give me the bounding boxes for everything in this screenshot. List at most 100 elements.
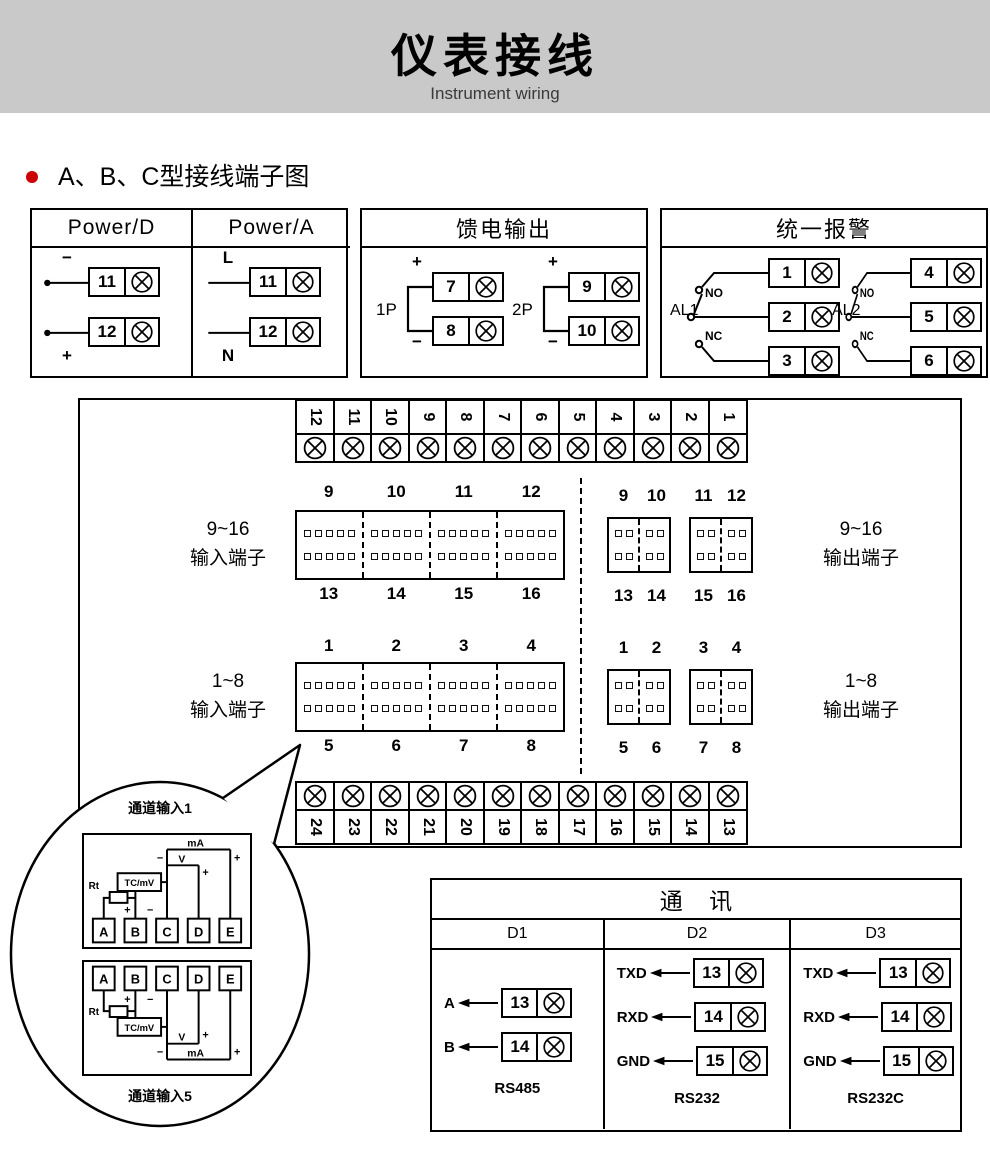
screw-terminal-icon [467,316,504,346]
signal-label: RXD [803,1008,835,1026]
channel-detail-callout: 通道输入1 [4,736,324,1138]
pin-grid [304,682,355,712]
pin-grid [505,530,556,560]
pin-grid [696,682,715,712]
screw-terminal-icon [482,432,523,463]
terminal-letter: D [194,971,203,986]
screw-terminal-icon [670,432,710,463]
minus-sign: − [157,1047,163,1059]
pin-number: 14 [647,586,666,605]
terminal-unit: 23 [332,781,373,845]
pin-grid [438,530,489,560]
plus-sign: + [202,867,208,879]
power-d-column: Power/D − 11 + 12 [32,210,191,376]
top-terminal-strip: 12 11 10 9 8 7 6 [295,399,748,463]
screw-terminal-icon [603,272,640,302]
terminal-letter: E [226,971,235,986]
terminal-unit: 2 [670,399,710,463]
terminal-number: 9 [407,399,448,435]
pin-grid [505,682,556,712]
group-label: 1P [376,300,397,319]
pin-grid [614,530,633,560]
terminal-number: 13 [692,958,731,988]
power-a-terminal-row-12: N 12 [203,317,321,365]
ma-label: mA [187,839,204,850]
terminal-unit: 11 [332,399,373,463]
minus-sign: − [412,332,422,351]
screw-terminal-icon [728,958,765,988]
input-connector-9-16 [295,510,565,580]
tc-mv-label: TC/mV [124,878,154,888]
channel-5-circuit-diagram: A B C D E Rt TC/mV V mA + − − + + [89,965,243,1061]
terminal-number: 18 [520,808,560,845]
polarity-sign: + [62,346,72,365]
pin-number: 2 [651,638,662,657]
plus-sign: + [234,852,240,864]
minus-sign: − [548,332,558,351]
plus-sign: + [124,994,130,1006]
terminal-number: 17 [557,808,598,845]
pin-grid [371,682,422,712]
pin-number: 13 [319,584,339,603]
screw-terminal-icon [284,267,321,297]
pin-number: 9 [324,482,334,501]
screw-terminal-icon [557,781,598,811]
terminal-number: 8 [445,399,485,435]
terminal-number: 2 [768,302,806,332]
terminal-unit: 14 [670,781,710,845]
arrow-left-icon [836,967,877,979]
power-d-terminal-row-11: − 11 [42,248,160,297]
screw-terminal-icon [332,432,373,463]
relay-switch-symbol: NO NC [845,272,910,362]
terminal-unit: 4 [595,399,635,463]
channel-1-label: 通道输入1 [128,800,192,816]
terminal-number: 11 [88,267,126,297]
bracket-wire [542,285,568,333]
feed-terminal-row: 7 [432,272,504,302]
screw-terminal-icon [123,317,160,347]
terminal-number: 5 [910,302,948,332]
feed-output-title: 馈电输出 [362,210,646,248]
pin-number: 6 [651,738,662,757]
power-d-terminal-row-12: + 12 [42,317,160,365]
screw-terminal-icon [445,781,485,811]
terminal-unit: 13 [707,781,748,845]
screw-terminal-icon [803,302,840,332]
screw-terminal-icon [445,432,485,463]
ma-label: mA [187,1049,204,1060]
pin-number: 16 [727,586,746,605]
arrow-left-icon [651,1011,692,1023]
pin-number: 11 [694,486,713,505]
signal-label: B [444,1038,455,1056]
terminal-number: 7 [432,272,470,302]
pin-number: 5 [324,736,334,755]
screw-terminal-icon [603,316,640,346]
feed-terminal-row: 8 [432,316,504,346]
screw-terminal-icon [557,432,598,463]
page-header: 仪表接线 Instrument wiring [0,0,990,113]
screw-terminal-icon [595,781,635,811]
screw-terminal-icon [370,432,410,463]
terminal-number: 13 [707,808,748,845]
screw-terminal-icon [467,272,504,302]
terminal-number: 4 [910,258,948,288]
plus-sign: + [124,905,130,917]
terminal-number: 20 [445,808,485,845]
wire-line [42,317,88,347]
terminal-panel-box: 12 11 10 9 8 7 6 [78,398,962,848]
plus-sign: + [412,252,422,271]
terminal-number: 15 [882,1046,921,1076]
alarm-title: 统一报警 [662,210,986,248]
terminal-letter: B [131,924,140,939]
arrow-left-icon [457,997,498,1009]
screw-terminal-icon [595,432,635,463]
screw-terminal-icon [520,781,560,811]
pin-number: 14 [386,584,406,603]
pin-number: 11 [454,482,473,501]
